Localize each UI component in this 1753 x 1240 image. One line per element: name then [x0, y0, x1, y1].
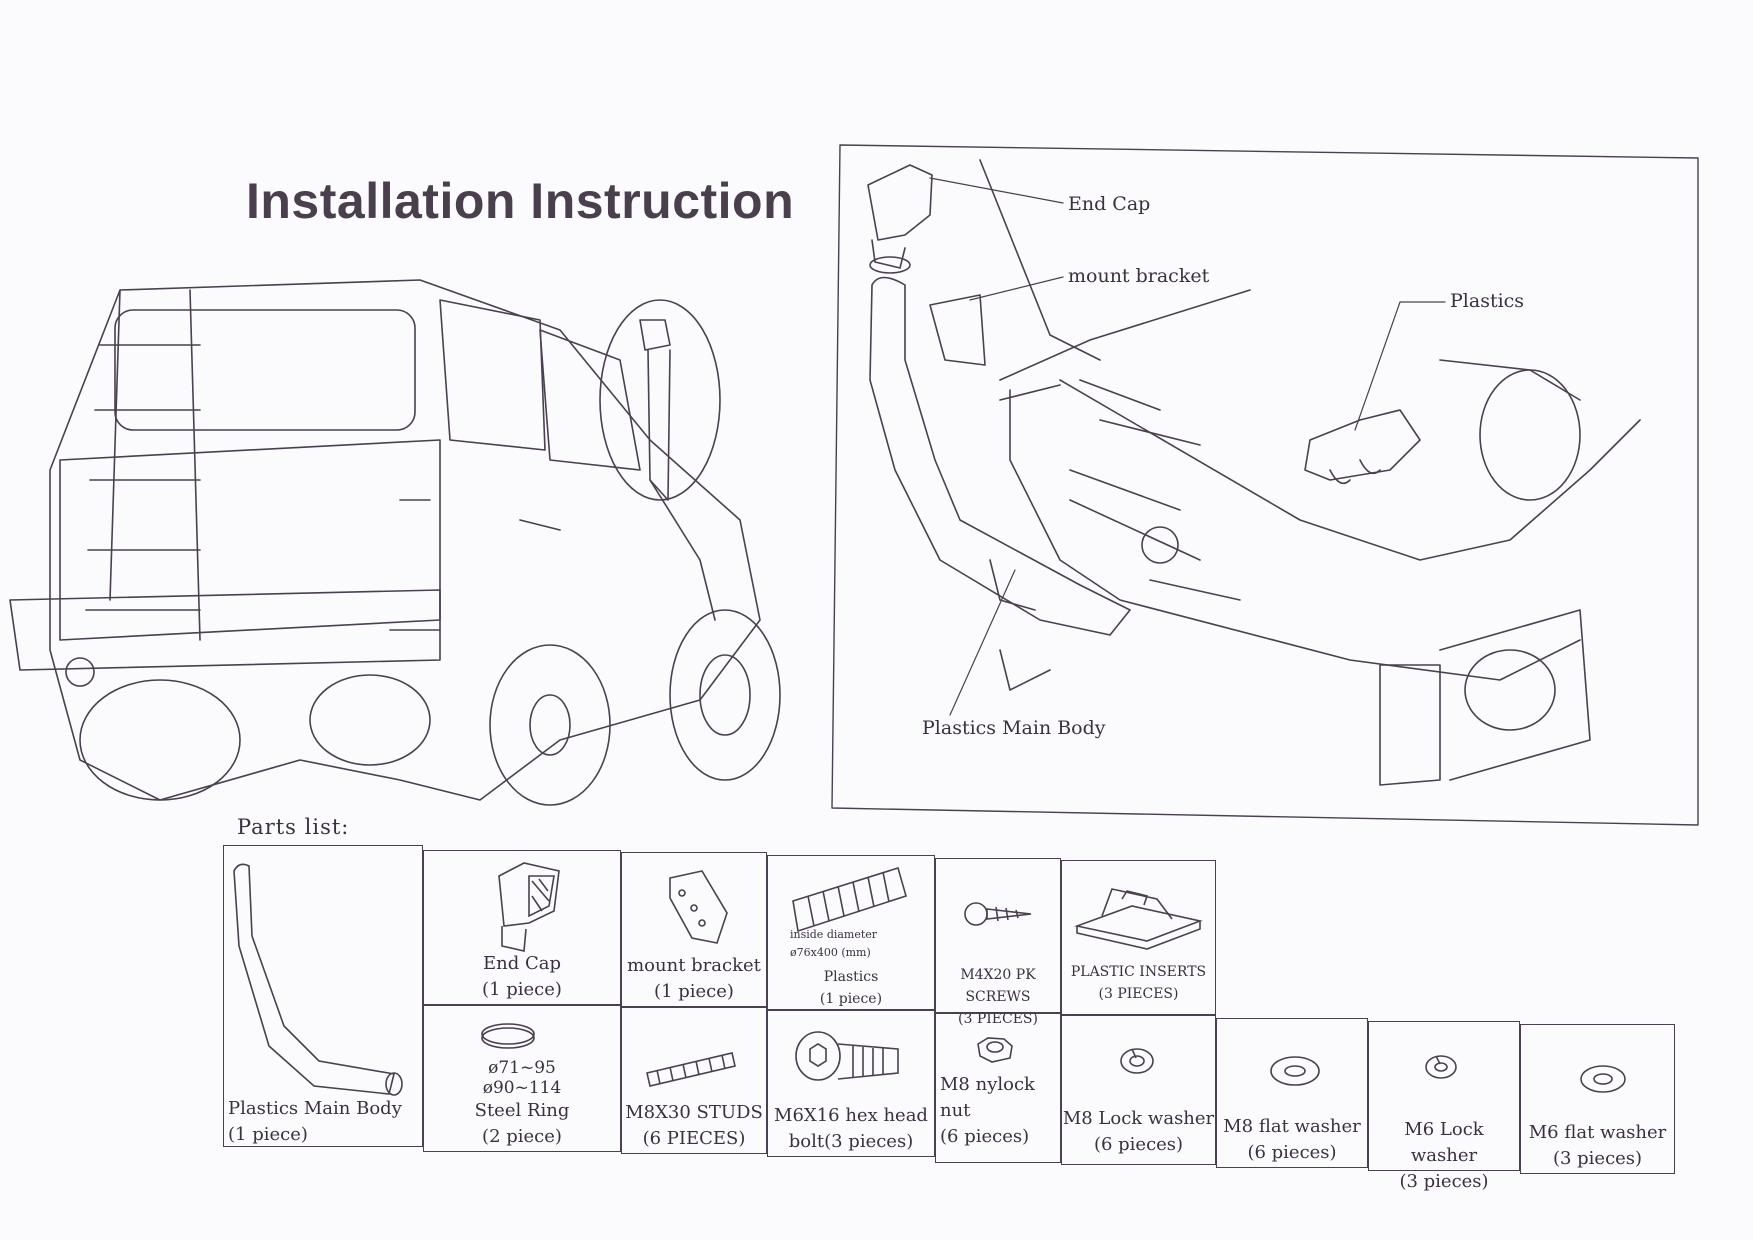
parts-list-title: Parts list: [237, 815, 350, 839]
m6-flat-washer-icon [1580, 1065, 1626, 1093]
part-pk-screws: M4X20 PK SCREWS (3 PIECES) [935, 858, 1061, 1027]
diagram-frame [831, 144, 1699, 826]
part-mount-bracket: mount bracket (1 piece) [621, 852, 767, 1007]
page-title: Installation Instruction [246, 173, 795, 229]
m6-lock-washer-icon [1425, 1055, 1457, 1079]
part-m6-lock-washer: M6 Lock washer (3 pieces) [1368, 1021, 1520, 1192]
m8-lock-washer-icon [1120, 1048, 1154, 1074]
part-hex-bolt: M6X16 hex head bolt(3 pieces) [767, 1010, 935, 1157]
exploded-assembly [867, 159, 1641, 786]
m8-flat-washer-icon [1270, 1056, 1320, 1086]
steel-ring-icon [481, 1023, 535, 1049]
part-plastic-inserts: PLASTIC INSERTS (3 PIECES) [1061, 860, 1216, 1015]
main-body-icon [233, 863, 403, 1096]
vehicle-illustration [9, 279, 781, 806]
callout-main-body: Plastics Main Body [922, 717, 1106, 739]
stud-icon [646, 1052, 736, 1087]
callout-mount-bracket: mount bracket [1068, 265, 1210, 287]
part-steel-ring: ø71~95 ø90~114 Steel Ring (2 piece) [423, 1005, 621, 1152]
hex-bolt-icon [795, 1031, 899, 1081]
part-m6-flat-washer: M6 flat washer (3 pieces) [1520, 1024, 1675, 1174]
plastic-insert-icon [1074, 888, 1203, 950]
plastics-hose-icon [792, 866, 907, 933]
part-studs: M8X30 STUDS (6 PIECES) [621, 1007, 767, 1154]
part-nylock-nut: M8 nylock nut (6 pieces) [935, 1013, 1061, 1163]
callout-plastics: Plastics [1450, 290, 1525, 312]
callout-end-cap: End Cap [1068, 193, 1151, 215]
part-end-cap: End Cap (1 piece) [423, 850, 621, 1005]
part-main-body: Plastics Main Body (1 piece) [223, 845, 423, 1147]
part-m8-flat-washer: M8 flat washer (6 pieces) [1216, 1018, 1368, 1168]
nylock-nut-icon [977, 1037, 1013, 1063]
end-cap-icon [498, 862, 560, 952]
part-m8-lock-washer: M8 Lock washer (6 pieces) [1061, 1015, 1216, 1165]
part-plastics: inside diameter ø76x400 (mm) Plastics (1… [767, 855, 935, 1010]
screw-icon [964, 902, 1032, 926]
mount-bracket-icon [669, 870, 728, 944]
